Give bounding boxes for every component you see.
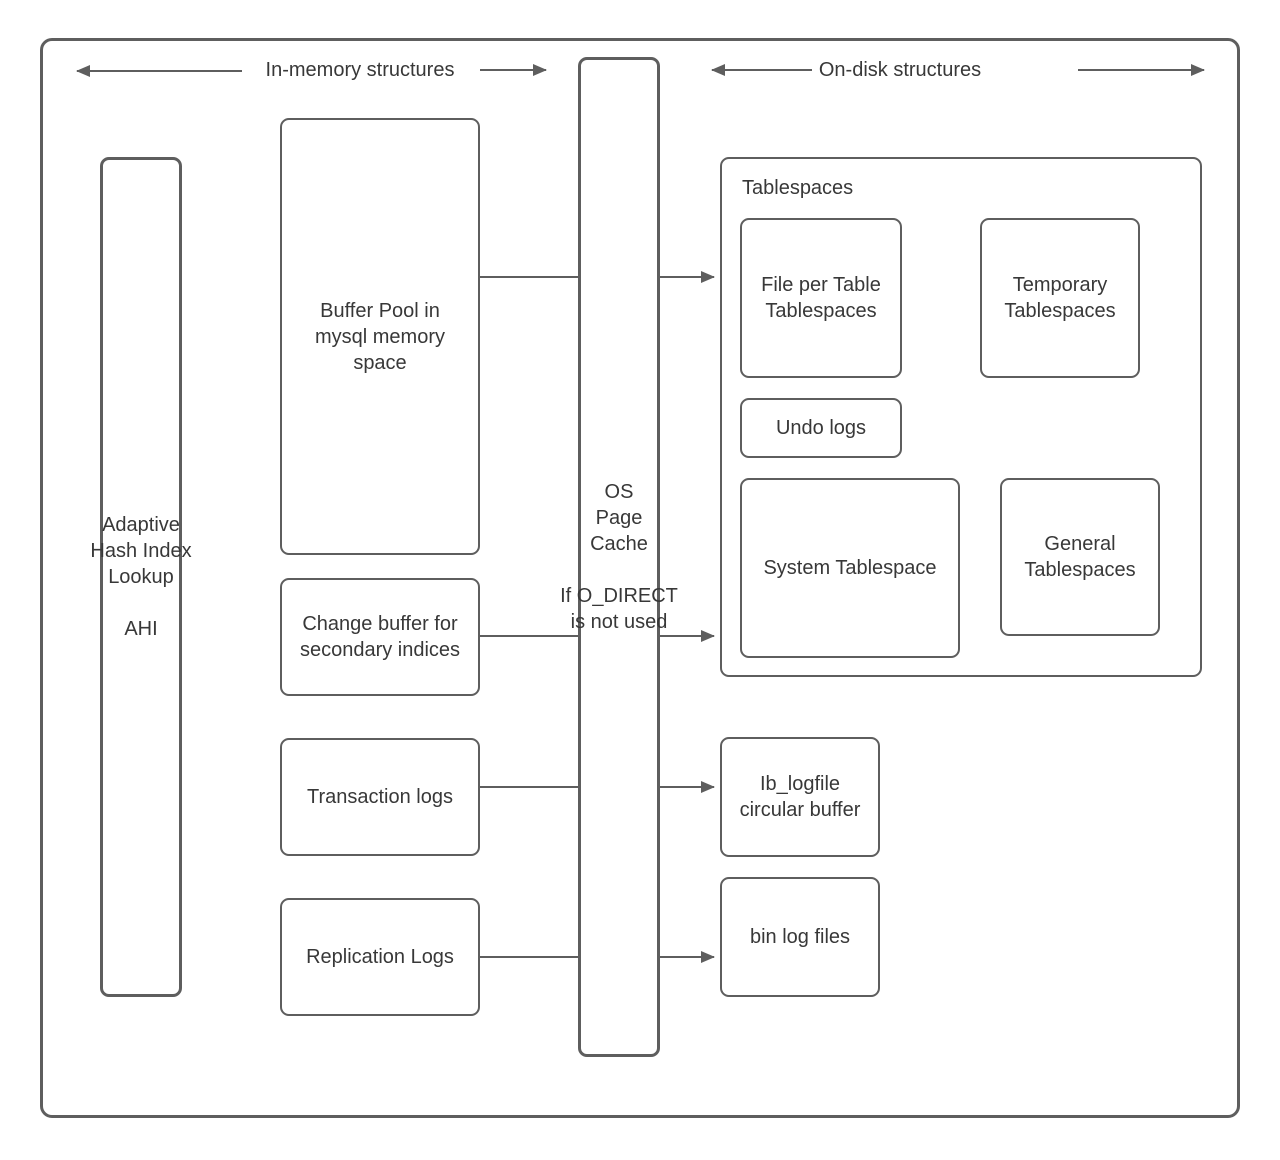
node-change-buffer: Change buffer for secondary indices: [280, 578, 480, 696]
node-temporary-tablespaces: Temporary Tablespaces: [980, 218, 1140, 378]
node-change-buffer-label: Change buffer for secondary indices: [299, 613, 461, 661]
node-ib-logfile-label: Ib_logfile circular buffer: [739, 773, 861, 821]
node-file-per-table-tablespaces: File per Table Tablespaces: [740, 218, 902, 378]
node-replication-logs-label: Replication Logs: [306, 946, 454, 968]
node-temporary-tablespaces-label: Temporary Tablespaces: [1004, 274, 1116, 322]
node-general-tablespaces: General Tablespaces: [1000, 478, 1160, 636]
node-adaptive-hash-index: Adaptive Hash Index Lookup AHI: [90, 157, 192, 997]
node-transaction-logs-label: Transaction logs: [307, 786, 453, 808]
group-tablespaces-label: Tablespaces: [742, 177, 854, 199]
node-os-page-cache: OS Page Cache If O_DIRECT is not used: [560, 57, 678, 1057]
on-disk-structures-label: On-disk structures: [818, 59, 982, 81]
node-ahi-abbrev-label: AHI: [124, 618, 158, 640]
node-bin-log-files: bin log files: [720, 877, 880, 997]
node-transaction-logs: Transaction logs: [280, 738, 480, 856]
node-os-page-cache-label: OS Page Cache: [590, 481, 648, 555]
node-ib-logfile: Ib_logfile circular buffer: [720, 737, 880, 857]
node-adaptive-hash-index-label: Adaptive Hash Index Lookup: [90, 514, 192, 588]
node-general-tablespaces-label: General Tablespaces: [1024, 533, 1136, 581]
node-undo-logs: Undo logs: [740, 398, 902, 458]
node-file-per-table-label: File per Table Tablespaces: [761, 274, 881, 322]
node-buffer-pool-label: Buffer Pool in mysql memory space: [314, 299, 445, 374]
node-system-tablespace-label: System Tablespace: [763, 557, 937, 579]
node-bin-log-files-label: bin log files: [749, 926, 851, 948]
diagram-outer-boundary: [40, 38, 1240, 1118]
node-replication-logs: Replication Logs: [280, 898, 480, 1016]
node-os-page-cache-condition-label: If O_DIRECT is not used: [560, 585, 678, 633]
node-undo-logs-label: Undo logs: [775, 417, 867, 439]
node-buffer-pool: Buffer Pool in mysql memory space: [280, 118, 480, 555]
in-memory-structures-label: In-memory structures: [265, 59, 455, 81]
node-system-tablespace: System Tablespace: [740, 478, 960, 658]
